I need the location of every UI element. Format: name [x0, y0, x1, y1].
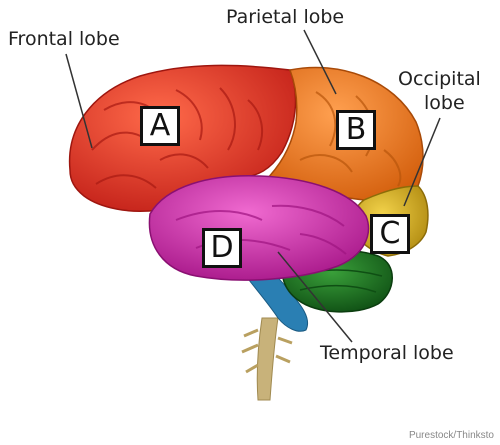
marker-c: C [370, 214, 410, 254]
marker-b: B [336, 110, 376, 150]
marker-d: D [202, 228, 242, 268]
parietal-lobe-label: Parietal lobe [226, 6, 344, 28]
image-credit: Purestock/Thinksto [409, 430, 494, 441]
marker-a: A [140, 106, 180, 146]
spinal-cord [257, 318, 278, 400]
occipital-lobe-label-line2: lobe [424, 92, 465, 114]
occipital-lobe-label-line1: Occipital [398, 68, 481, 90]
temporal-lobe [149, 176, 368, 280]
frontal-lobe-label: Frontal lobe [8, 28, 120, 50]
temporal-lobe-label: Temporal lobe [320, 342, 454, 364]
